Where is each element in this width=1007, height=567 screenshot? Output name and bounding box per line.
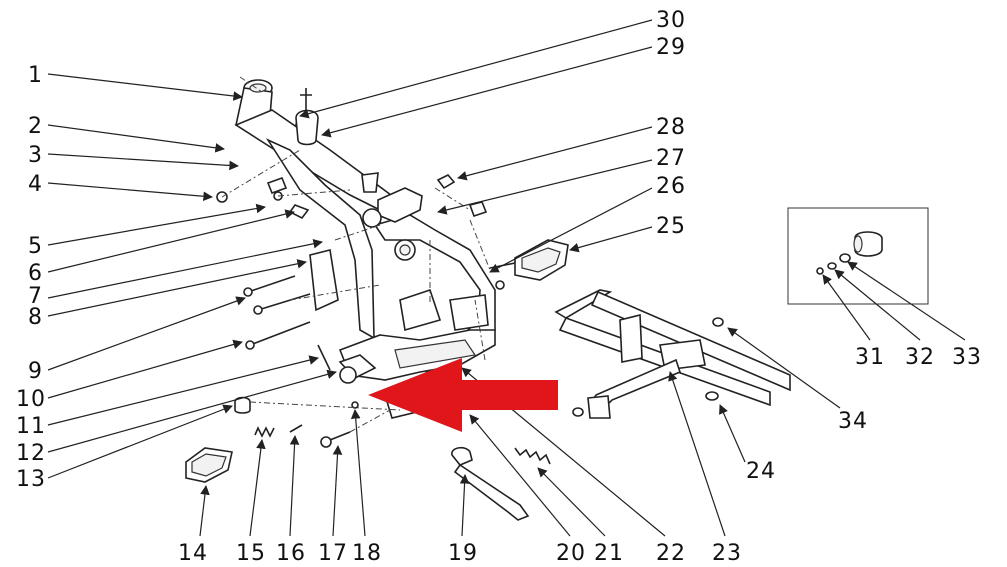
callout-13: 13 xyxy=(16,467,46,492)
callout-16: 16 xyxy=(276,541,306,566)
hardware-parts xyxy=(216,88,521,448)
left-footpeg xyxy=(185,447,233,483)
detail-inset xyxy=(787,207,929,305)
callout-18: 18 xyxy=(352,541,382,566)
callout-31: 31 xyxy=(855,345,885,370)
callout-9: 9 xyxy=(28,359,43,384)
callout-19: 19 xyxy=(448,541,478,566)
callout-8: 8 xyxy=(28,305,43,330)
callout-27: 27 xyxy=(656,146,686,171)
sidestand xyxy=(451,446,551,521)
callout-29: 29 xyxy=(656,35,686,60)
callout-1: 1 xyxy=(28,63,43,88)
callout-30: 30 xyxy=(656,8,686,33)
callout-22: 22 xyxy=(656,541,686,566)
callout-15: 15 xyxy=(236,541,266,566)
callout-2: 2 xyxy=(28,114,43,139)
callout-10: 10 xyxy=(16,387,46,412)
callout-20: 20 xyxy=(556,541,586,566)
callout-14: 14 xyxy=(178,541,208,566)
callout-26: 26 xyxy=(656,174,686,199)
callout-23: 23 xyxy=(712,541,742,566)
assembly-lines xyxy=(221,76,491,433)
rear-subframe xyxy=(554,289,791,419)
callout-5: 5 xyxy=(28,234,43,259)
callout-17: 17 xyxy=(318,541,348,566)
highlight-arrow xyxy=(368,358,558,432)
callout-28: 28 xyxy=(656,115,686,140)
callout-labels: 1 2 3 4 5 6 7 8 9 10 11 12 13 14 15 16 1… xyxy=(16,8,982,566)
callout-34: 34 xyxy=(838,409,868,434)
callout-12: 12 xyxy=(16,441,46,466)
callout-25: 25 xyxy=(656,214,686,239)
callout-24: 24 xyxy=(746,459,776,484)
callout-6: 6 xyxy=(28,261,43,286)
callout-32: 32 xyxy=(905,345,935,370)
callout-21: 21 xyxy=(594,541,624,566)
callout-3: 3 xyxy=(28,143,43,168)
callout-11: 11 xyxy=(16,414,46,439)
callout-7: 7 xyxy=(28,284,43,309)
right-footpeg xyxy=(514,239,569,281)
leader-lines xyxy=(47,19,966,537)
callout-4: 4 xyxy=(28,172,43,197)
callout-33: 33 xyxy=(952,345,982,370)
